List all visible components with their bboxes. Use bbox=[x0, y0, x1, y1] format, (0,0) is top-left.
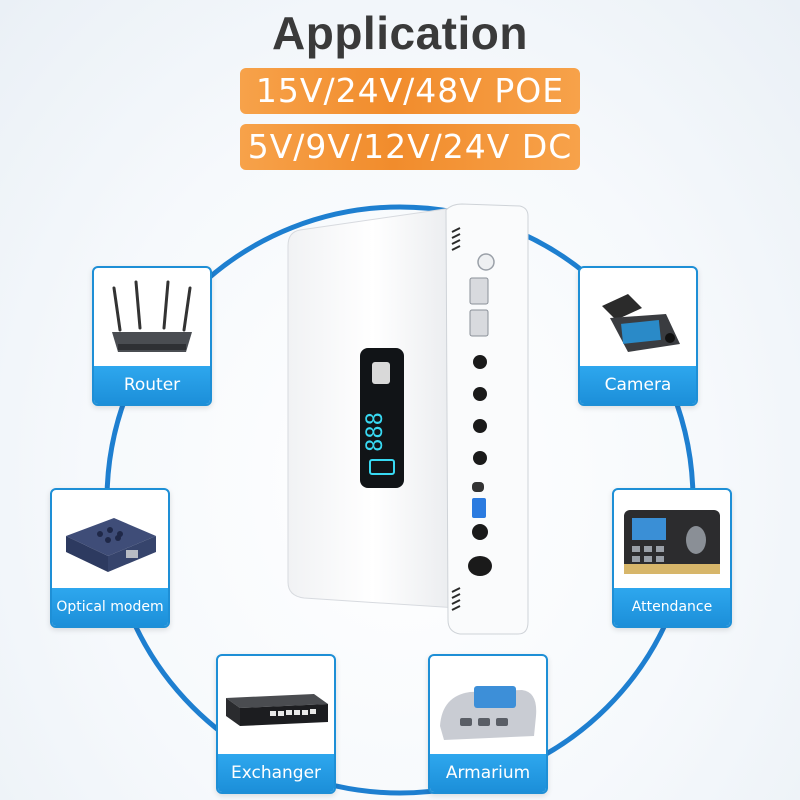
application-card-attendance-gate: Attendance gate bbox=[612, 488, 732, 628]
application-label-optical-modem: Optical modem bbox=[52, 588, 168, 626]
application-label-attendance-gate: Attendance gate bbox=[614, 588, 730, 626]
switch-icon bbox=[226, 694, 328, 726]
page-title: Application bbox=[272, 7, 528, 59]
power-station-device: 888 bbox=[287, 203, 529, 635]
router-icon bbox=[112, 280, 192, 352]
application-card-armarium: Armarium bbox=[428, 654, 548, 794]
application-card-router: Router bbox=[92, 266, 212, 406]
application-card-exchanger: Exchanger bbox=[216, 654, 336, 794]
medical-device-icon bbox=[440, 686, 537, 740]
application-label-armarium: Armarium bbox=[430, 754, 546, 792]
application-label-camera: Camera bbox=[580, 366, 696, 404]
application-card-optical-modem: Optical modem bbox=[50, 488, 170, 628]
application-label-router: Router bbox=[94, 366, 210, 404]
application-label-exchanger: Exchanger bbox=[218, 754, 334, 792]
camera-icon bbox=[602, 294, 680, 352]
dc-voltage-banner: 5V/9V/12V/24V DC bbox=[240, 124, 580, 170]
modem-icon bbox=[66, 518, 156, 572]
attendance-terminal-icon bbox=[624, 510, 720, 574]
power-button bbox=[372, 362, 390, 384]
lcd-digits: 888 bbox=[363, 412, 388, 452]
lcd-display bbox=[360, 348, 404, 488]
application-card-camera: Camera bbox=[578, 266, 698, 406]
poe-voltage-banner: 15V/24V/48V POE bbox=[240, 68, 580, 114]
